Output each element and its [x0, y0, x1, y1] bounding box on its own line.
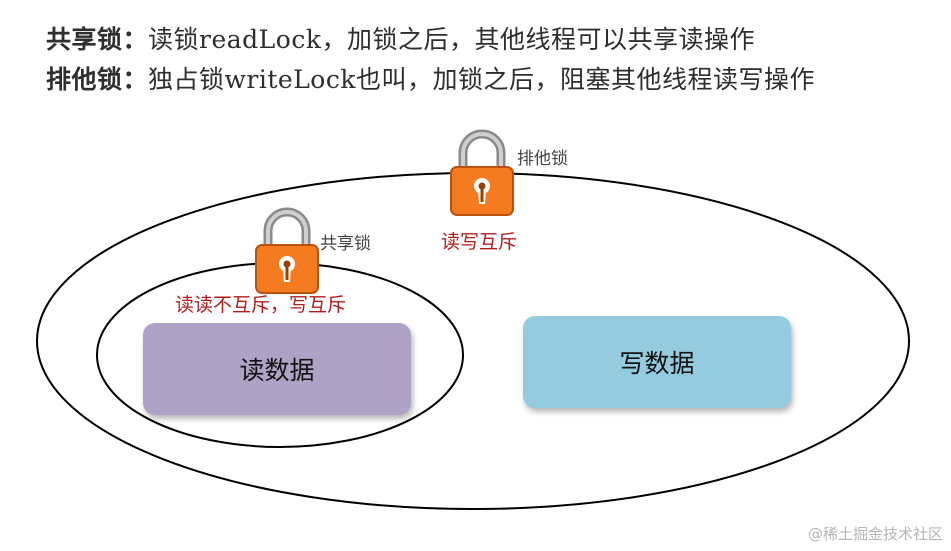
exclusive-lock-description: 独占锁writeLock也叫，加锁之后，阻塞其他线程读写操作: [148, 65, 816, 94]
exclusive-lock-label: 排他锁: [517, 149, 568, 169]
write-data-label: 写数据: [619, 349, 695, 378]
read-data-label: 读数据: [239, 356, 315, 385]
shared-lock-definition: 共享锁：读锁readLock，加锁之后，其他线程可以共享读操作: [46, 20, 755, 56]
exclusive-lock-term: 排他锁：: [46, 65, 149, 94]
write-data-box: 写数据: [523, 316, 791, 408]
shared-lock-description: 读锁readLock，加锁之后，其他线程可以共享读操作: [148, 25, 755, 54]
shared-lock-term: 共享锁：: [46, 25, 149, 54]
read-data-box: 读数据: [143, 323, 411, 415]
exclusive-lock-definition: 排他锁：独占锁writeLock也叫，加锁之后，阻塞其他线程读写操作: [46, 60, 815, 96]
padlock-icon: [450, 129, 514, 216]
watermark: @稀土掘金技术社区: [807, 525, 943, 543]
shared-lock-label: 共享锁: [320, 234, 371, 254]
exclusive-lock-note: 读写互斥: [441, 231, 518, 253]
padlock-icon: [255, 207, 319, 294]
shared-lock-note: 读读不互斥，写互斥: [175, 294, 347, 316]
